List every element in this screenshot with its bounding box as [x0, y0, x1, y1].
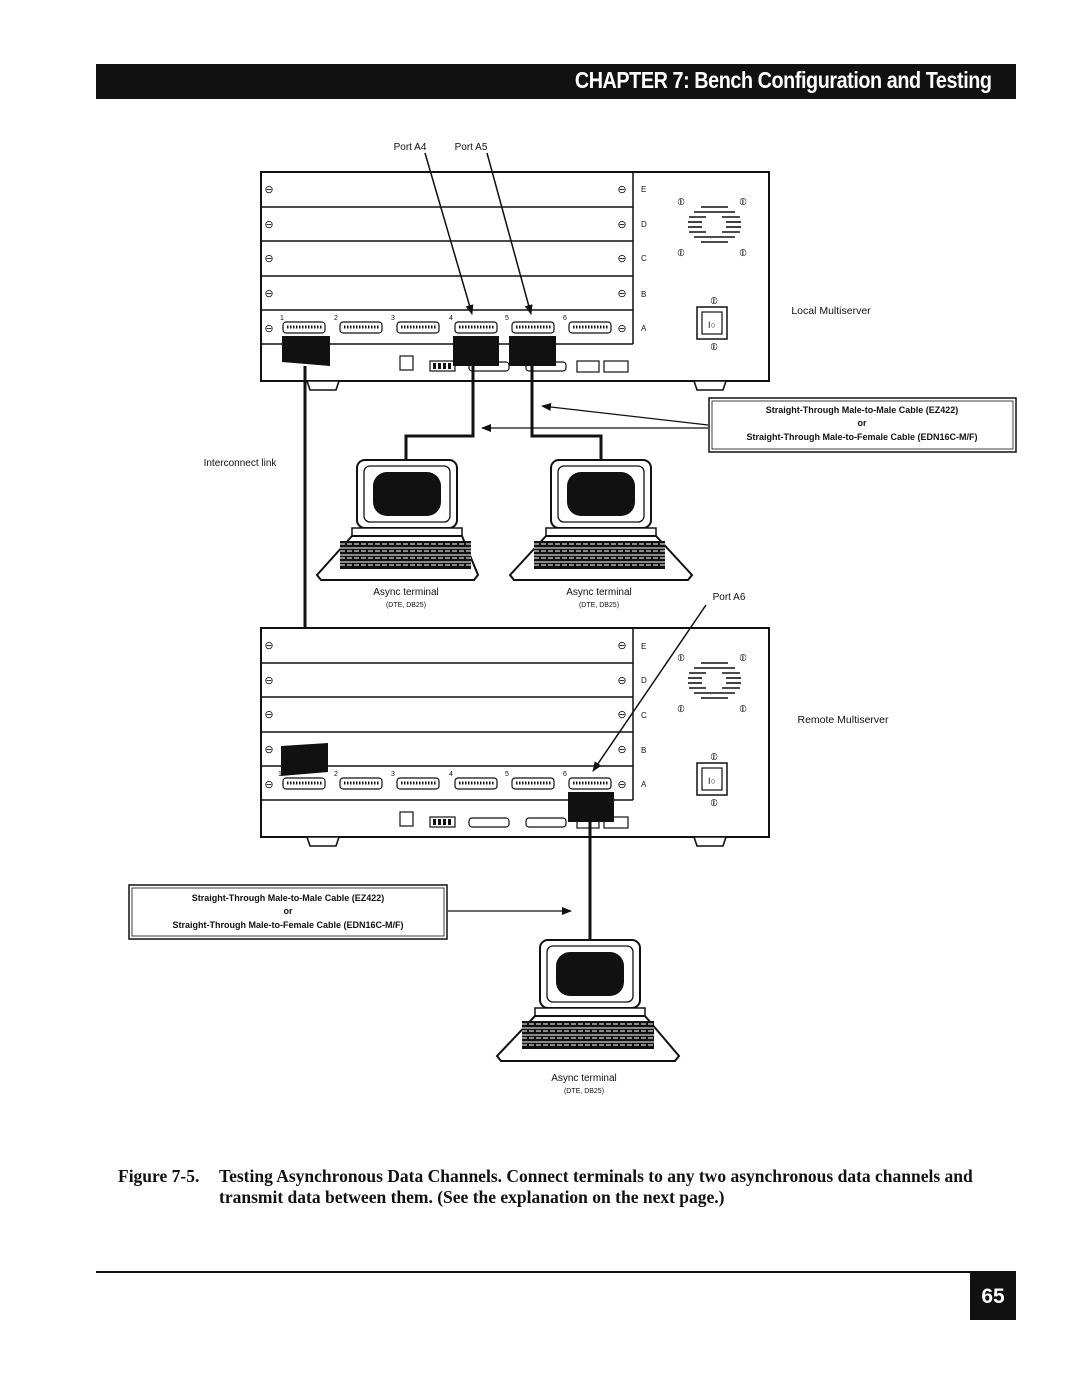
port-a4-label: Port A4	[394, 142, 427, 153]
port-number: 4	[449, 771, 453, 778]
figure-caption-text: Testing Asynchronous Data Channels. Conn…	[219, 1166, 973, 1207]
svg-text:⊖: ⊖	[617, 779, 626, 791]
terminal-1-sub: (DTE, DB25)	[386, 602, 426, 609]
svg-text:⊖: ⊖	[264, 184, 273, 196]
svg-text:⊖: ⊖	[617, 253, 626, 265]
cable-box-top-line3: Straight-Through Male-to-Female Cable (E…	[746, 432, 977, 442]
footer-rule	[96, 1271, 1016, 1273]
async-terminal-1	[315, 459, 480, 581]
cable-box-bottom	[128, 884, 448, 940]
svg-text:⦶: ⦶	[676, 197, 684, 208]
slot-letter: E	[641, 642, 646, 651]
svg-text:I○: I○	[708, 776, 716, 786]
port-number: 5	[505, 771, 509, 778]
chapter-header-bar: CHAPTER 7: Bench Configuration and Testi…	[96, 64, 1016, 99]
async-terminal-2	[508, 459, 694, 581]
svg-text:I○: I○	[708, 320, 716, 330]
async-terminal-3	[495, 939, 681, 1062]
slot-letter: E	[641, 185, 646, 194]
slot-letter: B	[641, 290, 646, 299]
plug-a5-local	[509, 336, 556, 366]
svg-text:⦶: ⦶	[709, 296, 717, 307]
remote-multiserver-label: Remote Multiserver	[797, 714, 889, 726]
svg-text:⊖: ⊖	[617, 184, 626, 196]
svg-text:⊖: ⊖	[264, 744, 273, 756]
svg-text:⊖: ⊖	[264, 640, 273, 652]
cable-box-top	[708, 397, 1017, 453]
cable-box-bottom-line3: Straight-Through Male-to-Female Cable (E…	[172, 920, 403, 930]
port-a5-label: Port A5	[455, 142, 488, 153]
svg-text:⦶: ⦶	[676, 704, 684, 715]
interconnect-label: Interconnect link	[204, 458, 278, 469]
svg-text:⊖: ⊖	[617, 640, 626, 652]
port-number: 2	[334, 315, 338, 322]
svg-text:⦶: ⦶	[676, 248, 684, 259]
plug-a6-remote	[568, 792, 614, 822]
plug-a1-local	[282, 336, 330, 366]
svg-text:⦶: ⦶	[709, 798, 717, 809]
terminal-3-sub: (DTE, DB25)	[564, 1088, 604, 1095]
svg-text:⊖: ⊖	[264, 709, 273, 721]
local-multiserver-label: Local Multiserver	[791, 305, 871, 317]
port-number: 1	[280, 315, 284, 322]
svg-text:⦶: ⦶	[738, 653, 746, 664]
figure-number: Figure 7-5.	[118, 1166, 200, 1186]
port-number: 6	[563, 771, 567, 778]
svg-text:⊖: ⊖	[617, 323, 626, 335]
port-number: 6	[563, 315, 567, 322]
svg-text:⦶: ⦶	[738, 248, 746, 259]
plug-a4-local	[453, 336, 499, 366]
svg-text:⊖: ⊖	[617, 675, 626, 687]
port-a6-label: Port A6	[713, 592, 746, 603]
svg-text:⊖: ⊖	[264, 675, 273, 687]
terminal-1-label: Async terminal	[373, 587, 439, 598]
svg-text:⊖: ⊖	[264, 288, 273, 300]
svg-text:⦶: ⦶	[709, 342, 717, 353]
cable-box-top-line1: Straight-Through Male-to-Male Cable (EZ4…	[766, 405, 959, 415]
slot-letter: A	[641, 324, 647, 333]
port-number: 3	[391, 315, 395, 322]
terminal-2-sub: (DTE, DB25)	[579, 602, 619, 609]
svg-text:⊖: ⊖	[617, 744, 626, 756]
svg-text:⊖: ⊖	[617, 709, 626, 721]
cable-box-top-line2: or	[858, 418, 867, 428]
svg-text:⦶: ⦶	[709, 752, 717, 763]
page-number: 65	[970, 1273, 1016, 1320]
svg-text:⦶: ⦶	[738, 704, 746, 715]
chapter-title: CHAPTER 7: Bench Configuration and Testi…	[575, 67, 992, 93]
slot-letter: C	[641, 254, 647, 263]
port-number: 2	[334, 771, 338, 778]
svg-text:⊖: ⊖	[264, 219, 273, 231]
cable-box-bottom-line1: Straight-Through Male-to-Male Cable (EZ4…	[192, 893, 385, 903]
svg-text:⦶: ⦶	[676, 653, 684, 664]
cable-box-bottom-line2: or	[284, 906, 293, 916]
svg-text:⊖: ⊖	[617, 219, 626, 231]
svg-text:⊖: ⊖	[264, 779, 273, 791]
slot-letter: A	[641, 780, 647, 789]
port-number: 4	[449, 315, 453, 322]
slot-letter: B	[641, 746, 646, 755]
terminal-3-label: Async terminal	[551, 1073, 617, 1084]
port-number: 1	[278, 771, 282, 778]
port-number: 3	[391, 771, 395, 778]
svg-text:⦶: ⦶	[738, 197, 746, 208]
port-number: 5	[505, 315, 509, 322]
slot-letter: C	[641, 711, 647, 720]
remote-multiserver: ⊖ ⊖ ⊖ ⊖ ⊖ ⊖ ⊖ ⊖ ⊖ ⊖ E D C B A 1 2 3 4 5 6	[260, 627, 770, 847]
svg-text:⊖: ⊖	[617, 288, 626, 300]
slot-letter: D	[641, 220, 647, 229]
async-test-diagram: ⊖ ⊖ ⊖ ⊖ ⊖ ⊖ ⊖ ⊖ ⊖ ⊖ E D C B A 1 2 3 4 5 6	[128, 142, 1017, 1095]
plug-a1-remote	[281, 743, 328, 776]
slot-letter: D	[641, 676, 647, 685]
svg-text:⊖: ⊖	[264, 323, 273, 335]
terminal-2-label: Async terminal	[566, 587, 632, 598]
svg-text:⊖: ⊖	[264, 253, 273, 265]
